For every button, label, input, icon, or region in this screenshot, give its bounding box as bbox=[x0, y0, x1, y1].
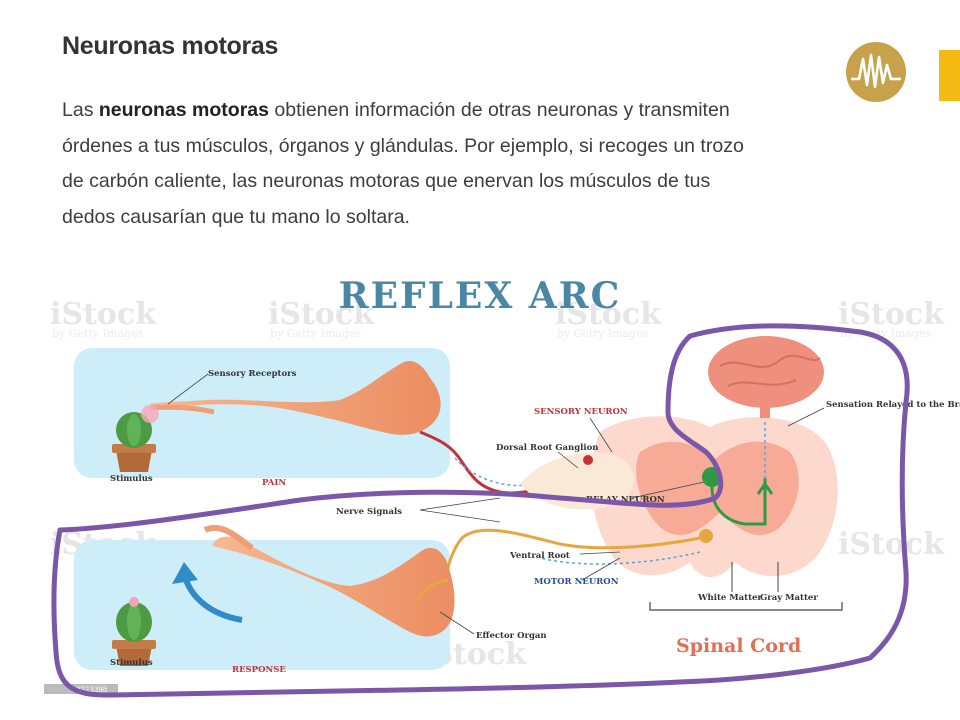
label-motor-neuron: MOTOR NEURON bbox=[534, 577, 619, 587]
label-dorsal-root-ganglion: Dorsal Root Ganglion bbox=[496, 443, 599, 453]
watermark-sub: by Getty Images bbox=[52, 327, 143, 340]
page-title: Neuronas motoras bbox=[62, 32, 279, 60]
stimulus-glow bbox=[141, 405, 159, 423]
purple-annotation-outline bbox=[51, 323, 910, 698]
watermark: iStock bbox=[838, 297, 945, 332]
stock-id-tag bbox=[44, 684, 118, 694]
watermark-sub-layer: by Getty Images by Getty Images by Getty… bbox=[52, 327, 931, 340]
watermark-sub: by Getty Images bbox=[557, 327, 648, 340]
top-panel bbox=[74, 348, 450, 478]
label-relay-neuron: RELAY NEURON bbox=[586, 495, 665, 505]
reflex-arc-diagram: iStock iStock iStock iStock iStock iStoc… bbox=[44, 275, 960, 698]
paragraph-body: obtienen información de otras neuronas y… bbox=[62, 99, 744, 228]
watermark: iStock bbox=[838, 527, 945, 562]
yellow-bar-icon bbox=[939, 50, 960, 101]
label-sensation-relayed: Sensation Relayed to the Brain bbox=[826, 400, 960, 410]
relay-neuron-path bbox=[710, 478, 767, 526]
paragraph-bold-term: neuronas motoras bbox=[98, 99, 269, 121]
ganglion-cell bbox=[583, 455, 593, 465]
diagram-title: REFLEX ARC bbox=[339, 275, 622, 317]
paragraph-prefix: Las bbox=[62, 99, 99, 121]
label-nerve-signals: Nerve Signals bbox=[336, 507, 402, 517]
label-ventral-root: Ventral Root bbox=[509, 551, 570, 561]
label-effector-organ: Effector Organ bbox=[476, 631, 547, 641]
motor-neuron-path bbox=[434, 528, 701, 603]
intro-paragraph: Las neuronas motoras obtienen informació… bbox=[62, 93, 762, 235]
bottom-panel bbox=[74, 540, 450, 670]
brain-shape bbox=[708, 336, 824, 418]
top-fingers bbox=[149, 404, 215, 415]
bottom-arm bbox=[212, 536, 455, 637]
motor-neuron-cell bbox=[699, 529, 713, 543]
relay-arrow bbox=[756, 483, 774, 495]
watermark: iStock bbox=[268, 297, 375, 332]
top-arm bbox=[150, 360, 441, 435]
label-spinal-cord: Spinal Cord bbox=[676, 635, 801, 657]
label-stimulus-top: Stimulus bbox=[110, 474, 153, 484]
label-sensory-receptors: Sensory Receptors bbox=[208, 369, 297, 379]
stock-id: 9223398 bbox=[76, 686, 107, 694]
cactus-top bbox=[112, 412, 156, 472]
effector-organ-path bbox=[416, 578, 449, 601]
logo-wave bbox=[851, 53, 901, 89]
response-arrowhead-icon bbox=[172, 562, 198, 584]
watermark: iStock bbox=[555, 297, 662, 332]
leader-lines bbox=[167, 373, 825, 635]
label-gray-matter: Gray Matter bbox=[760, 593, 818, 603]
label-white-matter: White Matter bbox=[697, 593, 762, 603]
cactus-bottom bbox=[112, 597, 156, 666]
watermark-sub: by Getty Images bbox=[270, 327, 361, 340]
label-stimulus-bottom: Stimulus bbox=[110, 658, 153, 668]
label-sensory-neuron: SENSORY NEURON bbox=[534, 407, 628, 417]
watermark: iStock bbox=[50, 297, 157, 332]
spinal-bracket bbox=[649, 602, 843, 611]
label-pain: PAIN bbox=[262, 478, 286, 488]
neuron-wave-logo-icon bbox=[846, 42, 906, 102]
label-response: RESPONSE bbox=[232, 665, 286, 675]
bottom-hand bbox=[203, 525, 254, 551]
